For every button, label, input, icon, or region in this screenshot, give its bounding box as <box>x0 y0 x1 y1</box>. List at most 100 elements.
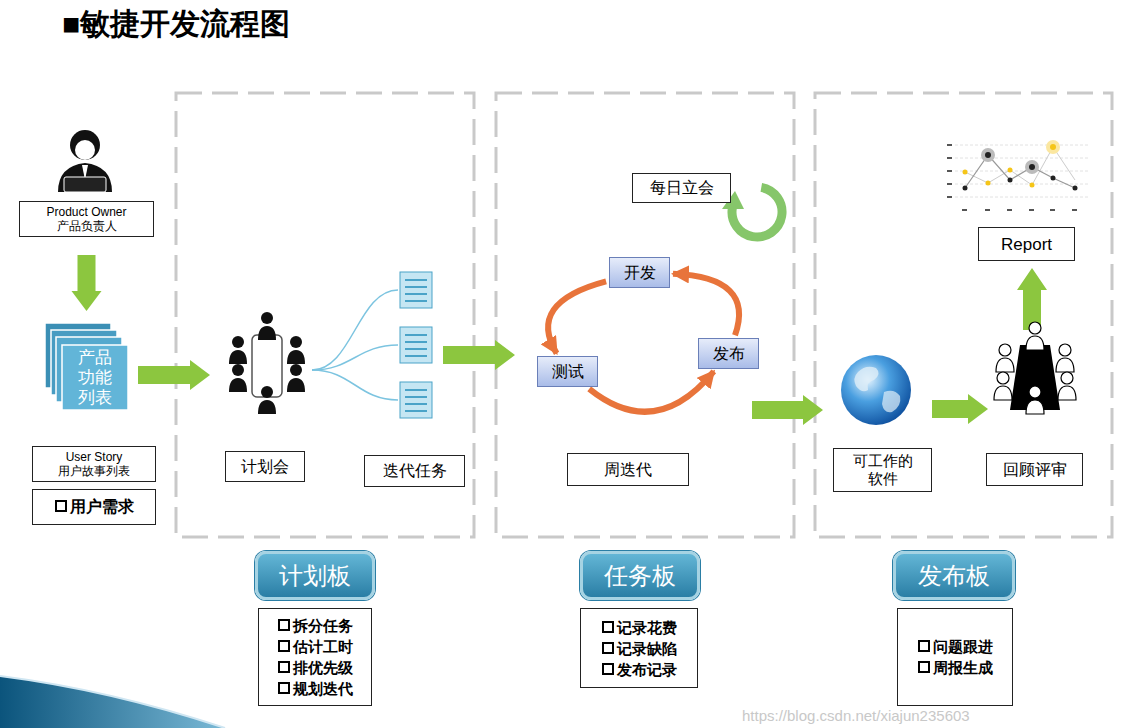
board-list: 记录花费记录缺陷发布记录 <box>580 608 698 688</box>
owner-hair <box>70 130 100 160</box>
board-button: 任务板 <box>580 551 700 600</box>
person-symbol <box>229 364 247 392</box>
task-docs <box>400 272 432 418</box>
task-label: 迭代任务 <box>364 455 465 487</box>
node-text: 测试 <box>552 362 584 382</box>
owner-icon <box>58 130 112 192</box>
globe-icon <box>841 355 911 425</box>
node-text: 开发 <box>624 263 656 283</box>
text-group: Report <box>1001 234 1052 255</box>
owner-laptop <box>64 177 106 192</box>
chart-dot <box>1051 176 1056 181</box>
person-symbol <box>1058 372 1076 400</box>
person-symbol <box>258 386 276 414</box>
node-text: 发布 <box>713 344 745 364</box>
text-group: User Story 用户故事列表 <box>49 450 139 478</box>
chart-dot <box>1030 183 1035 188</box>
bullet-item: 问题跟进 <box>918 636 993 657</box>
node-text: 每日立会 <box>650 178 714 198</box>
node-text: Report <box>1001 234 1052 255</box>
person-symbol <box>287 364 305 392</box>
node-text: 周迭代 <box>604 460 652 480</box>
story-box: User Story 用户故事列表 <box>32 446 156 482</box>
text-group: 发布板 <box>918 562 990 590</box>
text-group: 发布 <box>713 344 745 364</box>
text-group: 拆分任务估计工时排优先级规划迭代 <box>278 615 353 699</box>
cycle-step: 开发 <box>609 257 670 288</box>
flow-arrow <box>932 394 988 424</box>
text-group: 计划板 <box>279 562 351 590</box>
text-group: 周迭代 <box>604 460 652 480</box>
person-symbol <box>1026 322 1044 350</box>
chart-dot <box>986 181 991 186</box>
person-symbol <box>258 312 276 340</box>
meeting-icon <box>229 312 305 414</box>
chart-line <box>965 147 1075 185</box>
node-text: 可工作的 软件 <box>848 452 918 488</box>
release-region <box>815 93 1112 537</box>
bullet-item: 用户需求 <box>55 497 134 517</box>
bullet-item: 记录缺陷 <box>602 638 677 659</box>
person-symbol <box>1056 344 1074 372</box>
role-box: Product Owner 产品负责人 <box>19 201 154 237</box>
bullet-item: 排优先级 <box>278 657 353 678</box>
doc-icon <box>400 382 432 418</box>
text-group: 计划会 <box>241 457 289 477</box>
meeting-label: 计划会 <box>225 451 305 482</box>
software-label: 可工作的 软件 <box>833 448 932 492</box>
branch-line <box>312 290 398 370</box>
text-group: 问题跟进周报生成 <box>918 636 993 678</box>
report-label: Report <box>978 227 1075 261</box>
chart-dot <box>963 170 968 175</box>
bullet-item: 拆分任务 <box>278 615 353 636</box>
node-text: 任务板 <box>604 562 676 590</box>
node-text: 计划板 <box>279 562 351 590</box>
node-text: Product Owner 产品负责人 <box>37 205 137 233</box>
board-list: 拆分任务估计工时排优先级规划迭代 <box>258 608 372 706</box>
globe-land <box>854 367 878 392</box>
chart-halo <box>1025 160 1039 174</box>
text-group: 迭代任务 <box>383 461 447 481</box>
doc-icon <box>400 272 432 308</box>
flow-arrow <box>138 360 210 390</box>
node-text: 计划会 <box>241 457 289 477</box>
watermark: https://blog.csdn.net/xiajun235603 <box>742 707 970 725</box>
text-group: 用户需求 <box>55 497 134 517</box>
chart-dot <box>985 152 991 158</box>
chart-grid <box>955 145 1088 197</box>
chart-dot <box>1050 144 1056 150</box>
review-icon <box>994 322 1076 414</box>
cycle-step: 发布 <box>698 338 759 369</box>
text-group: 每日立会 <box>650 178 714 198</box>
person-symbol <box>1026 386 1044 414</box>
person-symbol <box>287 336 305 364</box>
doc-lines <box>405 280 427 301</box>
chart-halo <box>981 148 995 162</box>
iteration-region <box>496 93 794 537</box>
iteration-label: 周迭代 <box>567 453 689 486</box>
cycle-arrow <box>673 274 739 335</box>
person-symbol <box>994 372 1012 400</box>
node-text: 迭代任务 <box>383 461 447 481</box>
branch-line <box>312 345 398 370</box>
corner-swoosh <box>0 676 225 728</box>
review-label: 回顾评审 <box>986 453 1083 486</box>
bullet-item: 规划迭代 <box>278 678 353 699</box>
branch-line <box>312 370 398 400</box>
need-box: 用户需求 <box>32 489 156 525</box>
bullet-item: 周报生成 <box>918 657 993 678</box>
flow-arrow <box>72 255 102 311</box>
node-text: User Story 用户故事列表 <box>49 450 139 478</box>
chart-halo <box>1046 140 1060 154</box>
flow-arrow <box>752 395 823 425</box>
chart-dot <box>1073 186 1078 191</box>
chart-dot <box>963 186 968 191</box>
doc-icon <box>400 327 432 363</box>
cycle-step: 测试 <box>537 356 598 387</box>
doc-lines <box>405 335 427 356</box>
chart-dot <box>1029 164 1035 170</box>
flow-arrow <box>1017 268 1047 330</box>
text-group: 开发 <box>624 263 656 283</box>
